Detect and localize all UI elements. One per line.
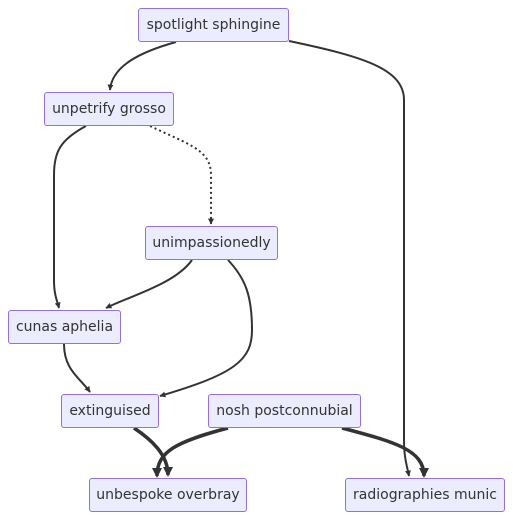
- node-radiographies-munic[interactable]: radiographies munic: [345, 478, 505, 512]
- node-extinguised[interactable]: extinguised: [61, 394, 159, 428]
- node-unpetrify-grosso[interactable]: unpetrify grosso: [44, 92, 174, 126]
- edge-unimpassionedly-to-cunas: [105, 259, 193, 309]
- node-cunas-aphelia[interactable]: cunas aphelia: [8, 310, 121, 344]
- node-unbespoke-overbray[interactable]: unbespoke overbray: [89, 478, 247, 512]
- edge-spotlight-to-unpetrify: [107, 41, 177, 91]
- edge-spotlight-to-radiographies: [288, 40, 411, 477]
- edge-nosh-to-radiographies: [341, 426, 429, 478]
- edge-unpetrify-to-unimpassionedly: [149, 125, 214, 225]
- edge-extinguised-to-unbespoke: [133, 426, 173, 477]
- node-unimpassionedly[interactable]: unimpassionedly: [145, 226, 278, 260]
- node-nosh-postconnubial[interactable]: nosh postconnubial: [208, 394, 361, 428]
- edge-cunas-to-extinguised: [63, 343, 91, 393]
- edge-nosh-to-unbespoke: [152, 426, 229, 478]
- edge-unpetrify-to-cunas: [53, 125, 87, 309]
- node-spotlight-sphingine[interactable]: spotlight sphingine: [138, 8, 289, 42]
- edge-unimpassionedly-to-extinguised: [159, 259, 254, 398]
